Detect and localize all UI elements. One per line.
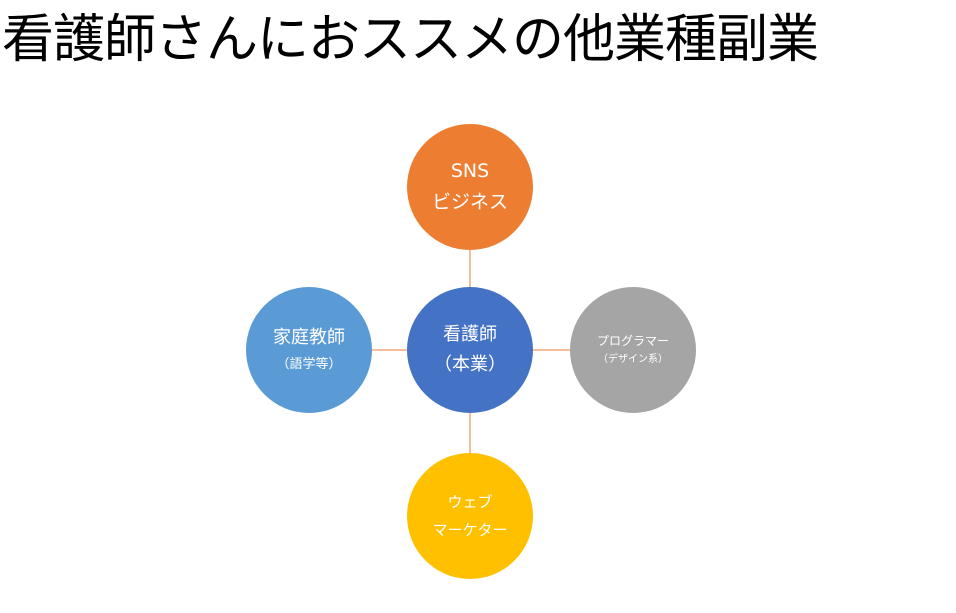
node-web-marketer-line1: ウェブ [447, 493, 493, 511]
node-programmer: プログラマー （デザイン系） [570, 287, 696, 413]
node-sns-business-line1: SNS [450, 160, 490, 182]
node-nurse-line2: （本業） [434, 354, 506, 375]
node-nurse-line1: 看護師 [443, 324, 497, 345]
node-programmer-line2: （デザイン系） [598, 354, 668, 365]
node-programmer-line1: プログラマー [596, 334, 669, 348]
node-sns-business-line2: ビジネス [431, 191, 508, 213]
slide-title: 看護師さんにおススメの他業種副業 [2, 10, 819, 70]
node-nurse-main-job: 看護師 （本業） [407, 287, 533, 413]
node-home-tutor-line2: （語学等） [276, 357, 342, 372]
node-home-tutor: 家庭教師 （語学等） [246, 287, 372, 413]
node-web-marketer: ウェブ マーケター [407, 453, 533, 579]
node-web-marketer-line2: マーケター [432, 521, 508, 539]
node-home-tutor-line1: 家庭教師 [273, 327, 345, 348]
node-sns-business: SNS ビジネス [407, 124, 533, 250]
